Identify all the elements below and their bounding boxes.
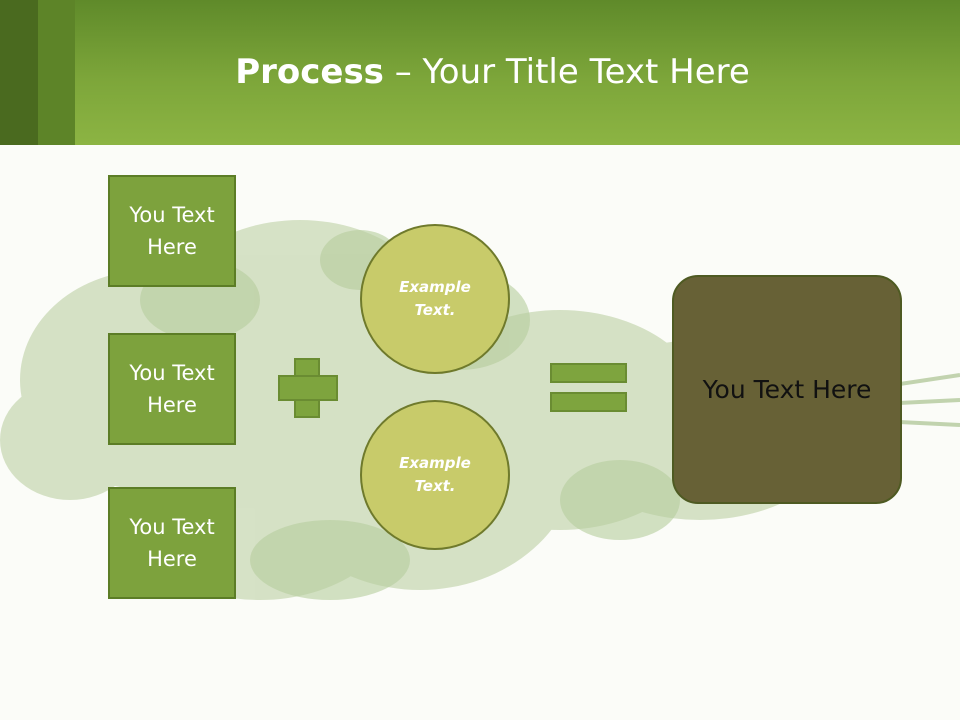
step-box-1-line1: You Text: [129, 203, 215, 227]
circle-2-line2: Text.: [414, 477, 456, 495]
title-rest: – Your Title Text Here: [383, 52, 750, 92]
header-bar: [0, 0, 960, 145]
plus-icon-horizontal: [278, 375, 338, 401]
step-box-2-line2: Here: [147, 393, 197, 417]
equals-icon-top: [550, 363, 627, 383]
result-text: You Text Here: [702, 375, 872, 404]
circle-1-line1: Example: [399, 278, 471, 296]
slide-title: Process – Your Title Text Here: [0, 52, 960, 92]
title-bold: Process: [235, 52, 384, 92]
step-box-2-line1: You Text: [129, 361, 215, 385]
step-box-3-line2: Here: [147, 547, 197, 571]
result-box: You Text Here: [672, 275, 902, 504]
step-box-3-line1: You Text: [129, 515, 215, 539]
equals-icon-bottom: [550, 392, 627, 412]
circle-1-line2: Text.: [414, 301, 456, 319]
header-accent-dark: [0, 0, 38, 145]
header-accent-mid: [38, 0, 75, 145]
step-box-1-line2: Here: [147, 235, 197, 259]
circle-2-line1: Example: [399, 454, 471, 472]
